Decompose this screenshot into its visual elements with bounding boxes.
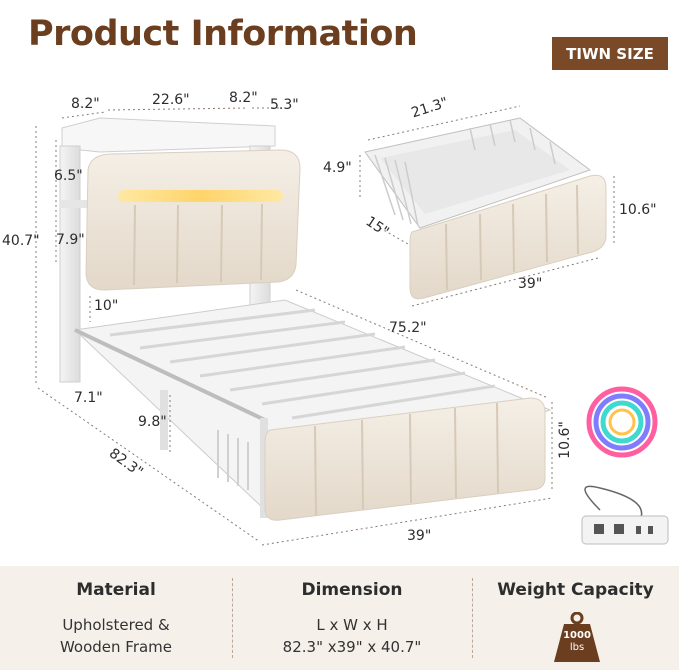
dimension-line-2: 82.3" x39" x 40.7": [282, 638, 422, 656]
material-line-1: Upholstered &: [62, 616, 170, 634]
dimension-lines: [35, 105, 615, 546]
weight-heading: Weight Capacity: [497, 580, 654, 600]
dim-shelf-depth: 5.3": [270, 97, 299, 113]
material-text: Upholstered & Wooden Frame: [0, 614, 232, 658]
size-badge: TIWN SIZE: [552, 37, 668, 70]
dimension-heading: Dimension: [301, 580, 403, 600]
material-line-2: Wooden Frame: [59, 638, 173, 656]
dim-leg-height: 9.8": [138, 414, 167, 430]
page-title: Product Information: [28, 14, 418, 54]
dim-shelf-height: 6.5": [54, 168, 83, 184]
headboard-cushion: [85, 149, 301, 291]
weight-value-label: 1000 lbs: [552, 630, 602, 654]
dim-headboard-height: 40.7": [2, 233, 40, 249]
dimension-column: Dimension L x W x H 82.3" x39" x 40.7": [232, 566, 472, 670]
dim-footboard-height: 10.6": [556, 421, 573, 459]
footer-divider-1: [232, 578, 233, 658]
weight-icon: 1000 lbs: [552, 611, 602, 664]
dim-lower-shelf: 7.9": [56, 232, 85, 248]
dim-shelf-left: 8.2": [71, 96, 100, 112]
dim-headboard-width: 22.6": [152, 92, 190, 108]
footboard-cushion: [264, 397, 546, 521]
dim-bed-width: 39": [407, 528, 432, 544]
led-strip-coil: [586, 386, 658, 458]
dim-basket-front-width: 39": [518, 276, 543, 292]
weight-column: Weight Capacity: [472, 566, 679, 670]
dim-leg-offset: 7.1": [74, 390, 103, 406]
footer-divider-2: [472, 578, 473, 658]
dim-shelf-right: 8.2": [229, 90, 258, 106]
dimension-text: L x W x H 82.3" x39" x 40.7": [232, 614, 472, 658]
dim-bed-length: 75.2": [389, 320, 427, 336]
dim-under-bed: 10": [94, 298, 119, 314]
material-heading: Material: [76, 580, 156, 600]
weight-unit: lbs: [569, 642, 585, 653]
dim-basket-depth: 4.9": [323, 160, 352, 176]
dimension-line-1: L x W x H: [316, 616, 388, 634]
power-strip: [581, 485, 669, 545]
weight-value: 1000: [563, 630, 591, 641]
dim-basket-front-height: 10.6": [619, 202, 657, 218]
bed-frame: [73, 299, 552, 518]
storage-basket: [364, 117, 607, 300]
bed-diagram: [35, 105, 669, 546]
material-column: Material Upholstered & Wooden Frame: [0, 566, 232, 670]
